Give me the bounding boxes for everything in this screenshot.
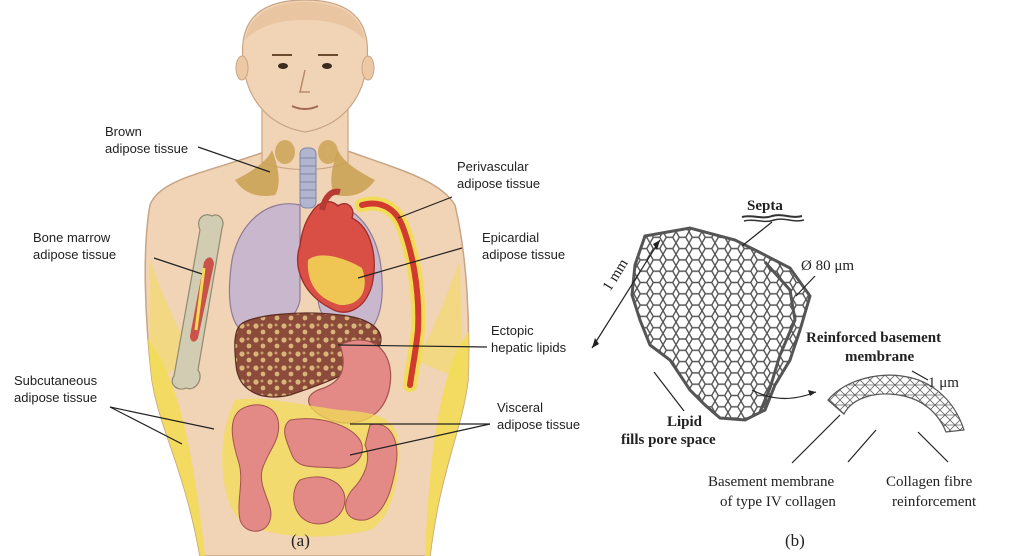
label-brown-line1: Brown bbox=[105, 124, 142, 139]
label-collagen-line1: Collagen fibre bbox=[886, 474, 973, 490]
label-subcutaneous-line2: adipose tissue bbox=[14, 390, 97, 405]
label-scale: 1 mm bbox=[600, 256, 632, 294]
label-perivascular-line2: adipose tissue bbox=[457, 176, 540, 191]
label-collagen-line2: reinforcement bbox=[892, 494, 977, 510]
label-ectopic-line2: hepatic lipids bbox=[491, 340, 567, 355]
caption-b: (b) bbox=[785, 531, 805, 550]
label-brown-line2: adipose tissue bbox=[105, 141, 188, 156]
label-pore-diameter: Ø 80 μm bbox=[801, 258, 854, 274]
label-epicardial-line1: Epicardial bbox=[482, 230, 539, 245]
septa-scribble-icon bbox=[742, 215, 804, 221]
body-illustration bbox=[140, 0, 470, 556]
label-thickness: 1 μm bbox=[928, 375, 959, 391]
label-epicardial-line2: adipose tissue bbox=[482, 247, 565, 262]
label-ectopic-line1: Ectopic bbox=[491, 323, 534, 338]
label-lipid-line1: Lipid bbox=[667, 414, 703, 430]
label-reinforced-line2: membrane bbox=[845, 349, 914, 365]
label-basement-line1: Basement membrane bbox=[708, 474, 835, 490]
honeycomb-network bbox=[632, 228, 810, 420]
label-bone-marrow-line2: adipose tissue bbox=[33, 247, 116, 262]
label-bone-marrow-line1: Bone marrow bbox=[33, 230, 111, 245]
label-reinforced-line1: Reinforced basement bbox=[806, 330, 941, 346]
label-subcutaneous-line1: Subcutaneous bbox=[14, 373, 98, 388]
label-perivascular-line1: Perivascular bbox=[457, 159, 529, 174]
label-visceral-line2: adipose tissue bbox=[497, 417, 580, 432]
label-visceral-line1: Visceral bbox=[497, 400, 543, 415]
label-septa: Septa bbox=[747, 198, 783, 214]
label-lipid-line2: fills pore space bbox=[621, 432, 716, 448]
trachea bbox=[300, 148, 316, 208]
caption-a: (a) bbox=[291, 531, 310, 550]
label-basement-line2: of type IV collagen bbox=[720, 494, 836, 510]
